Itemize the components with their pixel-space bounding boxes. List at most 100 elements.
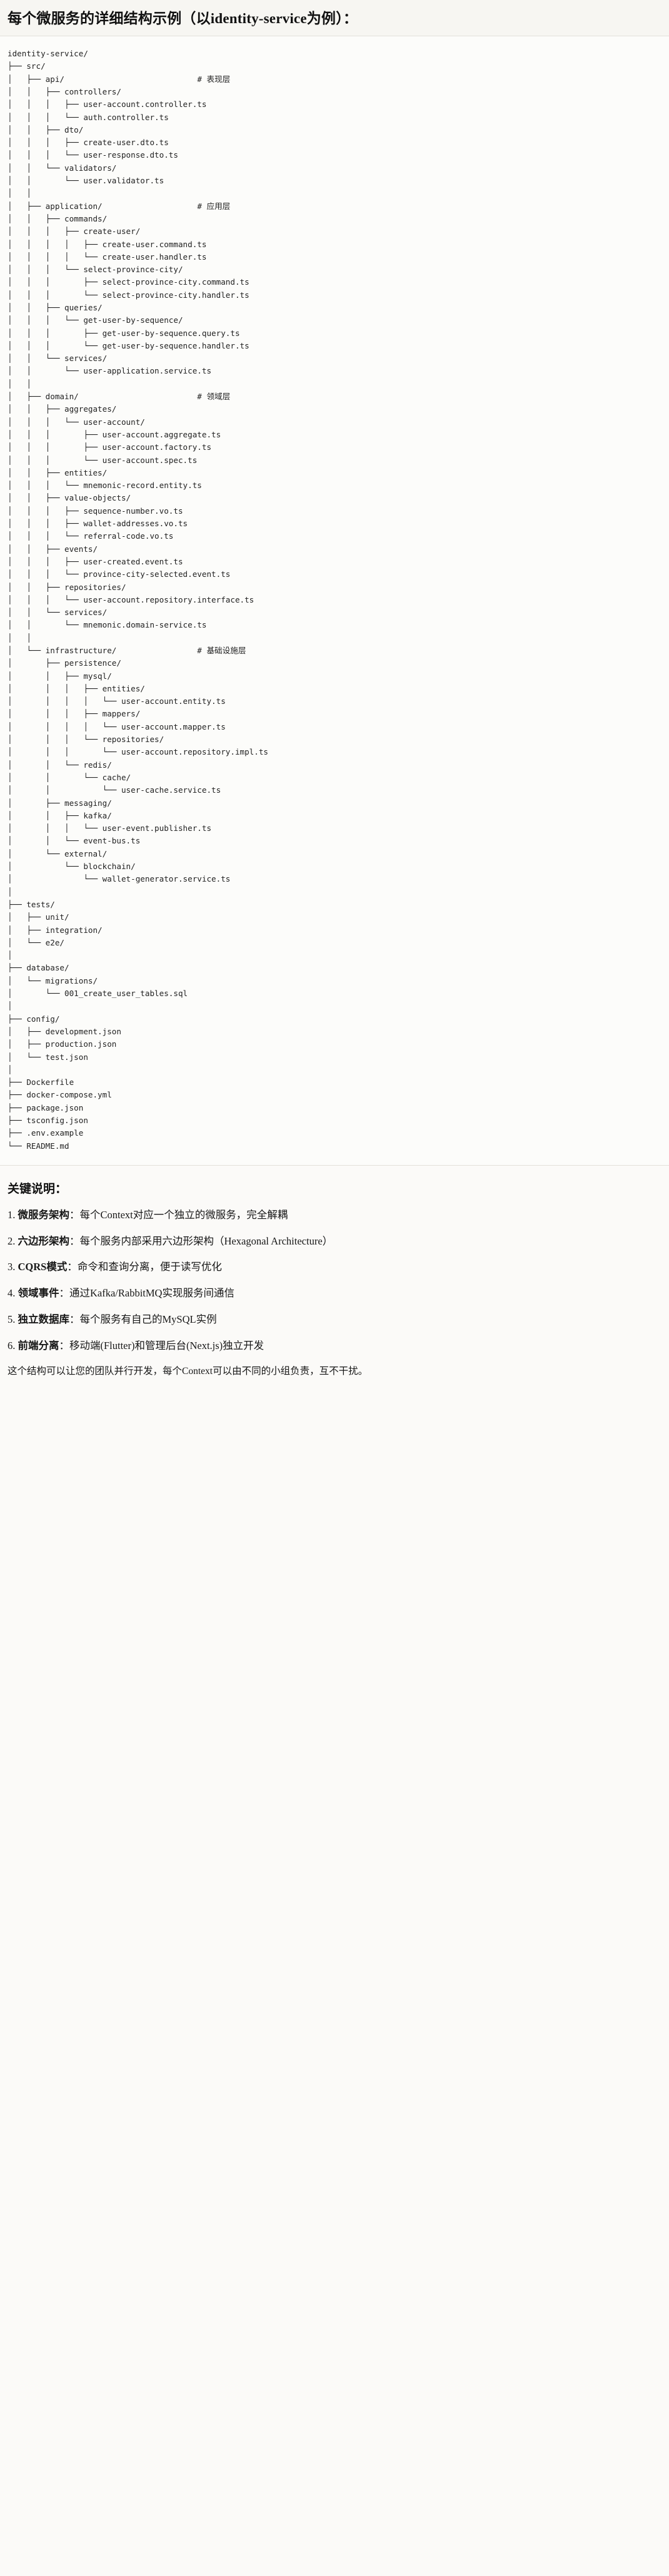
- tree-line: ├── docker-compose.yml: [8, 1089, 661, 1101]
- tree-line: │: [8, 949, 661, 962]
- tree-line: │ │ └── services/: [8, 352, 661, 365]
- tree-line-text: │ │ ├── events/: [8, 544, 98, 554]
- tree-line-text: │ │ └── redis/: [8, 760, 112, 770]
- tree-line-text: │ │: [8, 188, 31, 198]
- tree-line-text: │ │ │ │ └── user-account.entity.ts: [8, 696, 226, 706]
- tree-line-text: │ └── 001_create_user_tables.sql: [8, 989, 188, 999]
- tree-line-text: │ └── infrastructure/: [8, 646, 117, 655]
- key-note-description: ：通过Kafka/RabbitMQ实现服务间通信: [59, 1287, 234, 1300]
- tree-line-text: ├── package.json: [8, 1102, 84, 1112]
- key-note-index: 3.: [8, 1261, 16, 1273]
- tree-line-text: │ ├── unit/: [8, 912, 69, 922]
- tree-line: │ └── migrations/: [8, 975, 661, 987]
- tree-line-text: │: [8, 1064, 13, 1074]
- page-root: 每个微服务的详细结构示例（以identity-service为例）： ident…: [0, 0, 669, 1395]
- tree-line-text: ├── database/: [8, 963, 69, 973]
- tree-line: │ │ └── user.validator.ts: [8, 175, 661, 187]
- tree-line-text: ├── tsconfig.json: [8, 1115, 88, 1125]
- tree-line-text: │ │ │ │ └── user-account.mapper.ts: [8, 721, 226, 731]
- tree-line: │ │ │ ├── user-account.controller.ts: [8, 98, 661, 111]
- tree-line: │ │ └── validators/: [8, 162, 661, 175]
- tree-line: │ └── test.json: [8, 1051, 661, 1064]
- tree-line-text: ├── tests/: [8, 899, 55, 909]
- tree-line: │ ├── persistence/: [8, 657, 661, 669]
- tree-line: │ │: [8, 378, 661, 390]
- tree-line: │ │ │ ├── entities/: [8, 683, 661, 695]
- tree-line-text: │ └── external/: [8, 848, 108, 858]
- tree-line-text: │ │ │ ├── sequence-number.vo.ts: [8, 506, 183, 516]
- tree-line: │ │ │ ├── create-user.dto.ts: [8, 136, 661, 149]
- tree-line-text: │ │ ├── commands/: [8, 213, 108, 223]
- tree-line-text: │ │ │ └── user-event.publisher.ts: [8, 823, 212, 833]
- tree-line: │ │ └── user-application.service.ts: [8, 365, 661, 377]
- directory-tree-block: identity-service/ ├── src/ │ ├── api/ # …: [0, 36, 669, 1166]
- tree-line: │ │ │ ├── wallet-addresses.vo.ts: [8, 517, 661, 530]
- tree-line: │ │ └── cache/: [8, 771, 661, 784]
- tree-line: │ │ │ ├── sequence-number.vo.ts: [8, 505, 661, 517]
- tree-line-text: │ │ │ ├── wallet-addresses.vo.ts: [8, 519, 188, 529]
- tree-line-text: │ └── blockchain/: [8, 862, 136, 872]
- tree-line: │ └── 001_create_user_tables.sql: [8, 987, 661, 1000]
- tree-line-text: │ │ ├── value-objects/: [8, 493, 131, 503]
- tree-line-text: │ │ │ ├── user-account.controller.ts: [8, 99, 207, 109]
- tree-line: │ │ └── user-cache.service.ts: [8, 784, 661, 797]
- key-note-index: 1.: [8, 1208, 16, 1221]
- tree-line-text: │ │ │ ├── entities/: [8, 683, 145, 693]
- tree-line: │ │ │ │ └── user-account.entity.ts: [8, 695, 661, 708]
- tree-line: │ │ └── mnemonic.domain-service.ts: [8, 619, 661, 631]
- tree-line-text: │ │ │ └── user-response.dto.ts: [8, 150, 178, 160]
- tree-line-text: │ │ ├── queries/: [8, 302, 103, 312]
- tree-line-text: │ │ │ └── mnemonic-record.entity.ts: [8, 481, 202, 491]
- tree-line-text: │ │ │ └── user-account/: [8, 417, 145, 427]
- key-note-index: 6.: [8, 1339, 16, 1352]
- tree-line: │ │ │ ├── user-account.factory.ts: [8, 441, 661, 454]
- tree-line: │ ├── messaging/: [8, 797, 661, 810]
- tree-line: ├── package.json: [8, 1102, 661, 1114]
- tree-line-text: │ │ └── cache/: [8, 772, 131, 782]
- tree-line-text: │ ├── development.json: [8, 1026, 121, 1036]
- tree-line: │ ├── application/ # 应用层: [8, 200, 661, 213]
- key-note-description: ：命令和查询分离，便于读写优化: [67, 1261, 222, 1273]
- tree-line-text: ├── docker-compose.yml: [8, 1090, 112, 1100]
- key-note-description: ：每个Context对应一个独立的微服务，完全解耦: [69, 1208, 288, 1221]
- tree-line: │ │ ├── controllers/: [8, 86, 661, 98]
- tree-line-text: │ │ ├── kafka/: [8, 810, 112, 820]
- tree-line: │ │ │ └── select-province-city/: [8, 263, 661, 276]
- tree-line-text: │ │ │ └── select-province-city.handler.t…: [8, 290, 249, 300]
- key-note-index: 4.: [8, 1287, 16, 1300]
- tree-line: │ │ ├── events/: [8, 543, 661, 556]
- tree-line: │ │ └── services/: [8, 606, 661, 619]
- tree-line-comment: # 基础设施层: [197, 646, 246, 655]
- tree-line: │ ├── unit/: [8, 911, 661, 924]
- tree-line-text: │ ├── integration/: [8, 925, 103, 935]
- tree-line: │ │ │ ├── user-account.aggregate.ts: [8, 429, 661, 441]
- tree-line: │ │ ├── kafka/: [8, 810, 661, 822]
- tree-line-text: │ │ │ ├── get-user-by-sequence.query.ts: [8, 328, 240, 338]
- key-note-item: 2. 六边形架构：每个服务内部采用六边形架构（Hexagonal Archite…: [8, 1234, 661, 1250]
- closing-note: 这个结构可以让您的团队并行开发，每个Context可以由不同的小组负责，互不干扰…: [8, 1366, 368, 1377]
- tree-line: ├── Dockerfile: [8, 1076, 661, 1089]
- tree-line: │ │ │ └── select-province-city.handler.t…: [8, 289, 661, 302]
- tree-line: │: [8, 886, 661, 899]
- tree-line: │ │ │ └── user-account/: [8, 416, 661, 429]
- tree-line-text: │ ├── application/: [8, 201, 103, 211]
- key-note-description: ：每个服务内部采用六边形架构（Hexagonal Architecture）: [69, 1235, 333, 1247]
- tree-line: │ ├── production.json: [8, 1038, 661, 1051]
- tree-line: │ │ │ └── referral-code.vo.ts: [8, 530, 661, 542]
- tree-line-text: │ │ ├── mysql/: [8, 671, 112, 681]
- tree-line: │ │ │ └── user-response.dto.ts: [8, 149, 661, 161]
- tree-line-text: │ │ │ │ ├── create-user.command.ts: [8, 239, 207, 249]
- heading-block: 每个微服务的详细结构示例（以identity-service为例）：: [0, 0, 669, 37]
- tree-line-text: │ │ ├── controllers/: [8, 86, 121, 96]
- tree-line-text: │: [8, 1001, 13, 1011]
- key-note-item: 3. CQRS模式：命令和查询分离，便于读写优化: [8, 1260, 661, 1275]
- tree-line-text: │ │ │ └── referral-code.vo.ts: [8, 531, 174, 541]
- tree-line: │ │ ├── entities/: [8, 467, 661, 479]
- tree-line: │ └── e2e/: [8, 937, 661, 949]
- tree-line-text: │ │ └── services/: [8, 608, 108, 618]
- key-note-index: 2.: [8, 1235, 16, 1247]
- tree-line-text: │ │ ├── entities/: [8, 467, 108, 477]
- tree-line-text: │ │ ├── aggregates/: [8, 404, 117, 414]
- key-note-term: 前端分离: [18, 1339, 59, 1352]
